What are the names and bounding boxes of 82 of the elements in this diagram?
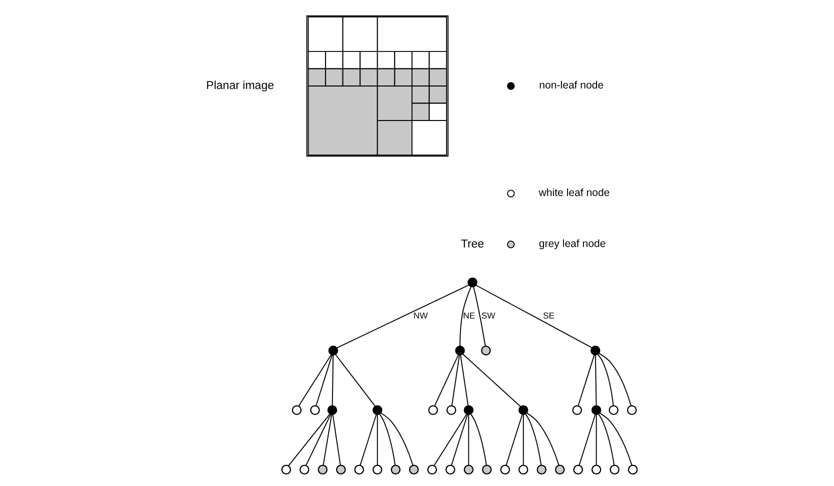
connector — [594, 354, 596, 406]
connector — [598, 414, 614, 466]
connector — [595, 414, 596, 466]
node-circle — [328, 346, 338, 356]
connector — [462, 354, 520, 407]
node-circle — [467, 277, 477, 288]
node-circle — [590, 405, 601, 415]
node-circle — [480, 346, 490, 356]
connector — [522, 414, 524, 466]
connector — [526, 412, 559, 466]
connector — [596, 354, 614, 406]
node-circle — [372, 464, 382, 475]
connector — [331, 354, 334, 406]
connector — [472, 286, 486, 347]
connector — [434, 354, 458, 406]
legend-label: non-leaf node — [538, 80, 604, 92]
node-circle — [481, 464, 492, 475]
node-circle — [310, 405, 320, 415]
node-circle — [426, 464, 437, 475]
connector — [450, 354, 460, 406]
node-circle — [463, 405, 474, 415]
connector — [298, 354, 332, 406]
connector — [475, 284, 592, 348]
node-circle — [354, 464, 364, 475]
node-circle — [372, 405, 382, 415]
connector — [460, 354, 468, 406]
connector — [315, 354, 332, 406]
connector — [458, 286, 472, 346]
connector — [470, 414, 486, 466]
edge-label: SE — [542, 310, 554, 321]
connector — [336, 284, 469, 348]
node-circle — [572, 405, 582, 415]
connector — [332, 414, 340, 466]
connector — [322, 414, 332, 466]
node-circle — [627, 464, 638, 475]
node-circle — [291, 405, 302, 415]
edge-label: NW — [412, 310, 428, 321]
node-circle — [554, 464, 564, 475]
node-circle — [428, 405, 438, 415]
connector — [304, 414, 331, 466]
connector — [380, 412, 413, 466]
node-circle — [454, 346, 464, 356]
node-circle — [408, 464, 418, 475]
connector — [505, 414, 522, 466]
legend-label: grey leaf node — [538, 238, 606, 250]
node-circle — [590, 346, 600, 356]
node-circle — [626, 405, 636, 415]
connector — [433, 414, 467, 466]
connector — [450, 414, 468, 466]
node-circle — [572, 464, 582, 475]
connector — [524, 414, 542, 466]
node-circle — [500, 464, 510, 475]
node-circle — [590, 464, 601, 475]
label: Tree — [460, 238, 484, 250]
node-circle — [518, 405, 528, 415]
connector — [359, 414, 376, 466]
node-circle — [463, 464, 474, 475]
connector — [468, 414, 469, 466]
node-circle — [299, 464, 309, 475]
node-circle — [518, 464, 528, 475]
node-label: Planar image — [206, 80, 274, 92]
connector — [578, 414, 596, 466]
node-circle — [536, 464, 546, 475]
edge-label: NE — [462, 310, 475, 321]
node-circle — [608, 405, 618, 415]
node-circle — [445, 464, 455, 475]
edge-label: SW — [480, 310, 495, 321]
node-circle — [317, 464, 328, 475]
node-circle — [326, 405, 337, 415]
node-circle — [609, 464, 619, 475]
connector — [334, 354, 376, 407]
connector — [376, 414, 378, 466]
connector — [598, 352, 631, 406]
node-circle — [280, 464, 291, 475]
node-circle — [390, 464, 400, 475]
connector — [598, 412, 632, 466]
node-circle — [336, 464, 346, 475]
connector — [288, 413, 330, 466]
legend-label: white leaf node — [538, 187, 610, 200]
connector — [577, 354, 594, 406]
node-circle — [446, 405, 456, 415]
connector — [378, 414, 396, 466]
